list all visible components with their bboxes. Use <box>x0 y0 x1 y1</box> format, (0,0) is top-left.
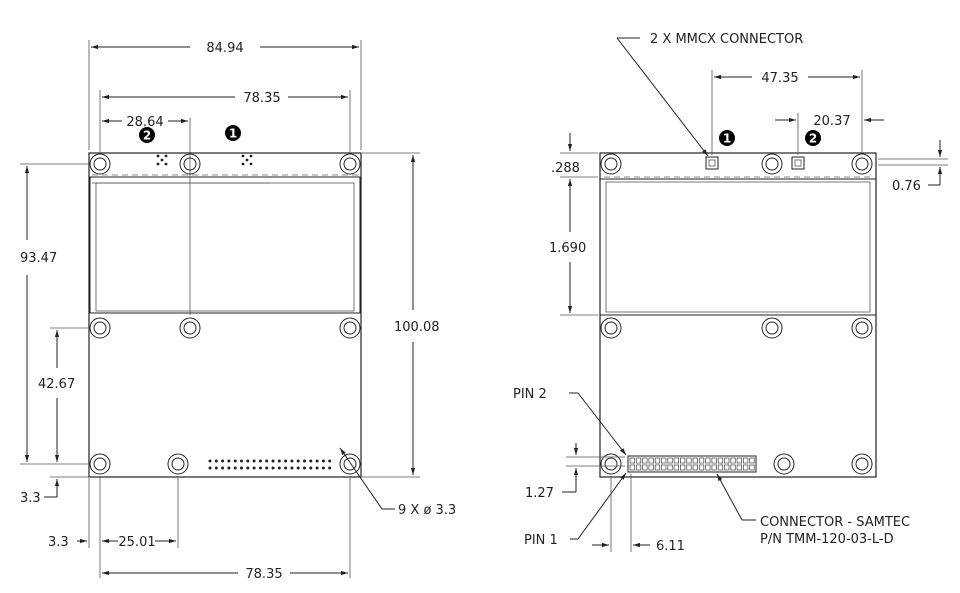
svg-text:2: 2 <box>143 129 151 143</box>
dim-conn-offset: 6.11 <box>656 539 685 554</box>
right-display-inner <box>605 181 871 313</box>
left-header-pins <box>208 459 332 470</box>
connector-label-line2: P/N TMM-120-03-L-D <box>760 532 894 547</box>
mmcx-callout: 2 X MMCX CONNECTOR <box>650 32 803 47</box>
left-display-window <box>89 176 361 314</box>
dim-bottom-offset: 3.3 <box>20 491 41 506</box>
left-connector-dots <box>156 154 253 166</box>
dim-mid-offset: 42.67 <box>38 377 75 392</box>
connector-label-line1: CONNECTOR - SAMTEC <box>760 515 910 530</box>
right-mounting-holes <box>600 153 873 475</box>
dim-window-height: 1.690 <box>549 241 586 256</box>
mmcx-connectors <box>705 156 805 170</box>
dim-hole-offset: 25.01 <box>118 535 155 550</box>
right-marker-2: 2 <box>805 130 821 146</box>
svg-text:2: 2 <box>809 132 817 146</box>
dim-top-margin: .288 <box>551 161 580 176</box>
dim-offset-top: 28.64 <box>126 115 163 130</box>
svg-text:1: 1 <box>723 132 731 146</box>
right-display-window <box>599 178 877 316</box>
left-marker-2: 2 <box>139 127 155 143</box>
holes-note: 9 X ø 3.3 <box>398 503 456 518</box>
dim-mmcx-span: 47.35 <box>761 71 798 86</box>
pin1-label: PIN 1 <box>524 533 558 548</box>
dim-height-left: 93.47 <box>20 251 57 266</box>
pin2-label: PIN 2 <box>513 387 547 402</box>
dim-overall-width: 84.94 <box>206 41 243 56</box>
right-marker-1: 1 <box>719 130 735 146</box>
left-view: 2 1 84.94 78.35 28.64 93.47 100. <box>20 40 456 582</box>
left-board-outline <box>88 152 362 478</box>
dim-left-offset: 3.3 <box>48 535 69 550</box>
samtec-connector <box>627 455 757 473</box>
dim-hole-span-bottom: 78.35 <box>245 567 282 582</box>
left-marker-1: 1 <box>225 125 241 141</box>
dim-right-offset: 0.76 <box>892 179 921 194</box>
dim-height-right: 100.08 <box>394 320 440 335</box>
dim-hole-span-top: 78.35 <box>243 91 280 106</box>
dim-pin-offset: 1.27 <box>525 486 554 501</box>
right-view: 1 2 2 X MMCX CONNECTOR 47.35 20.37 .288 … <box>513 32 948 554</box>
svg-text:1: 1 <box>229 127 237 141</box>
dim-mmcx-offset: 20.37 <box>813 114 850 129</box>
